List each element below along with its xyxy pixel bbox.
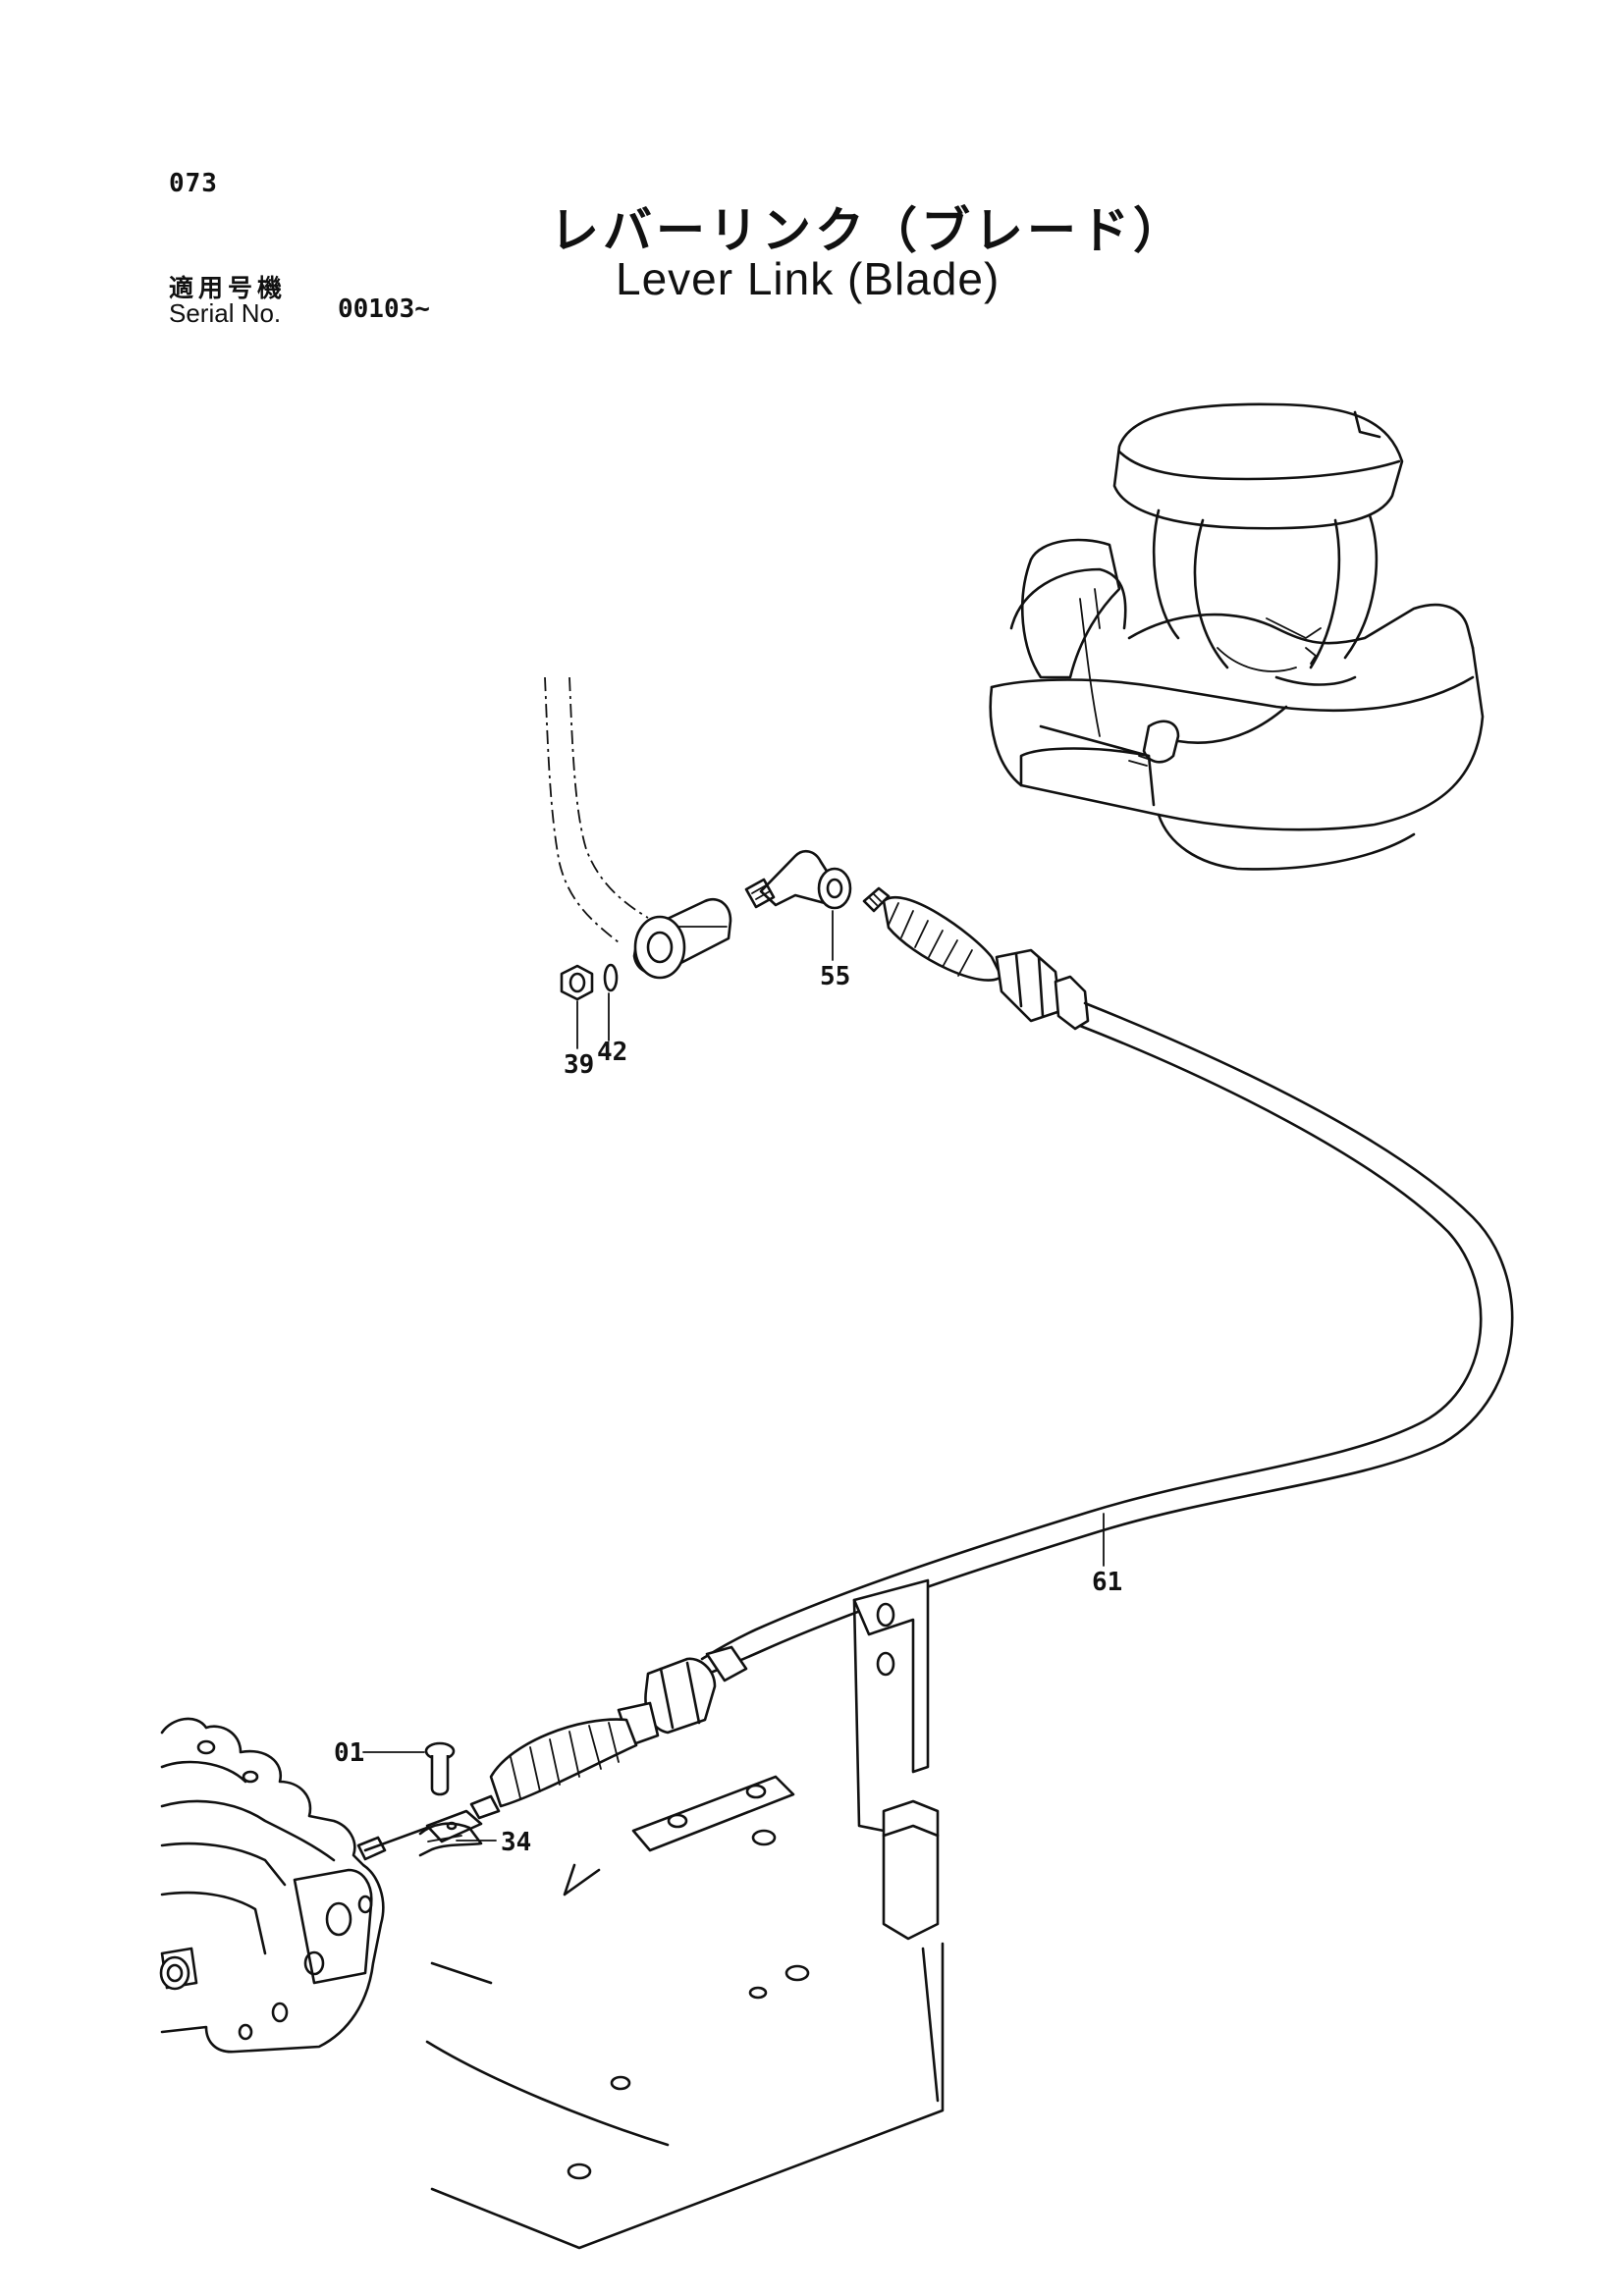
rod-end-illustration xyxy=(744,849,852,910)
control-valve-illustration xyxy=(159,1717,429,2054)
control-lever-illustration xyxy=(544,676,732,980)
nut-and-washer-illustration xyxy=(560,963,619,1001)
pin-and-clip-illustration xyxy=(418,1741,483,1857)
serial-value: 00103~ xyxy=(338,294,430,324)
page-title-japanese: レバーリンク（ブレード） xyxy=(550,202,1186,259)
serial-label-japanese: 適用号機 xyxy=(169,274,288,302)
serial-label-english: Serial No. xyxy=(169,298,282,328)
callout-leaders xyxy=(362,910,1105,1842)
operator-seat-illustration xyxy=(989,402,1485,871)
control-cable-illustration xyxy=(425,886,1514,1843)
callout-61: 61 xyxy=(1092,1568,1122,1597)
callout-39: 39 xyxy=(564,1050,594,1080)
callout-42: 42 xyxy=(597,1038,627,1067)
callout-01: 01 xyxy=(334,1738,364,1768)
page-title-english: Lever Link (Blade) xyxy=(616,253,1001,304)
floor-plate-illustration xyxy=(425,1578,945,2250)
callout-34: 34 xyxy=(501,1828,531,1857)
callout-55: 55 xyxy=(820,962,850,991)
page-number: 073 xyxy=(169,169,218,198)
